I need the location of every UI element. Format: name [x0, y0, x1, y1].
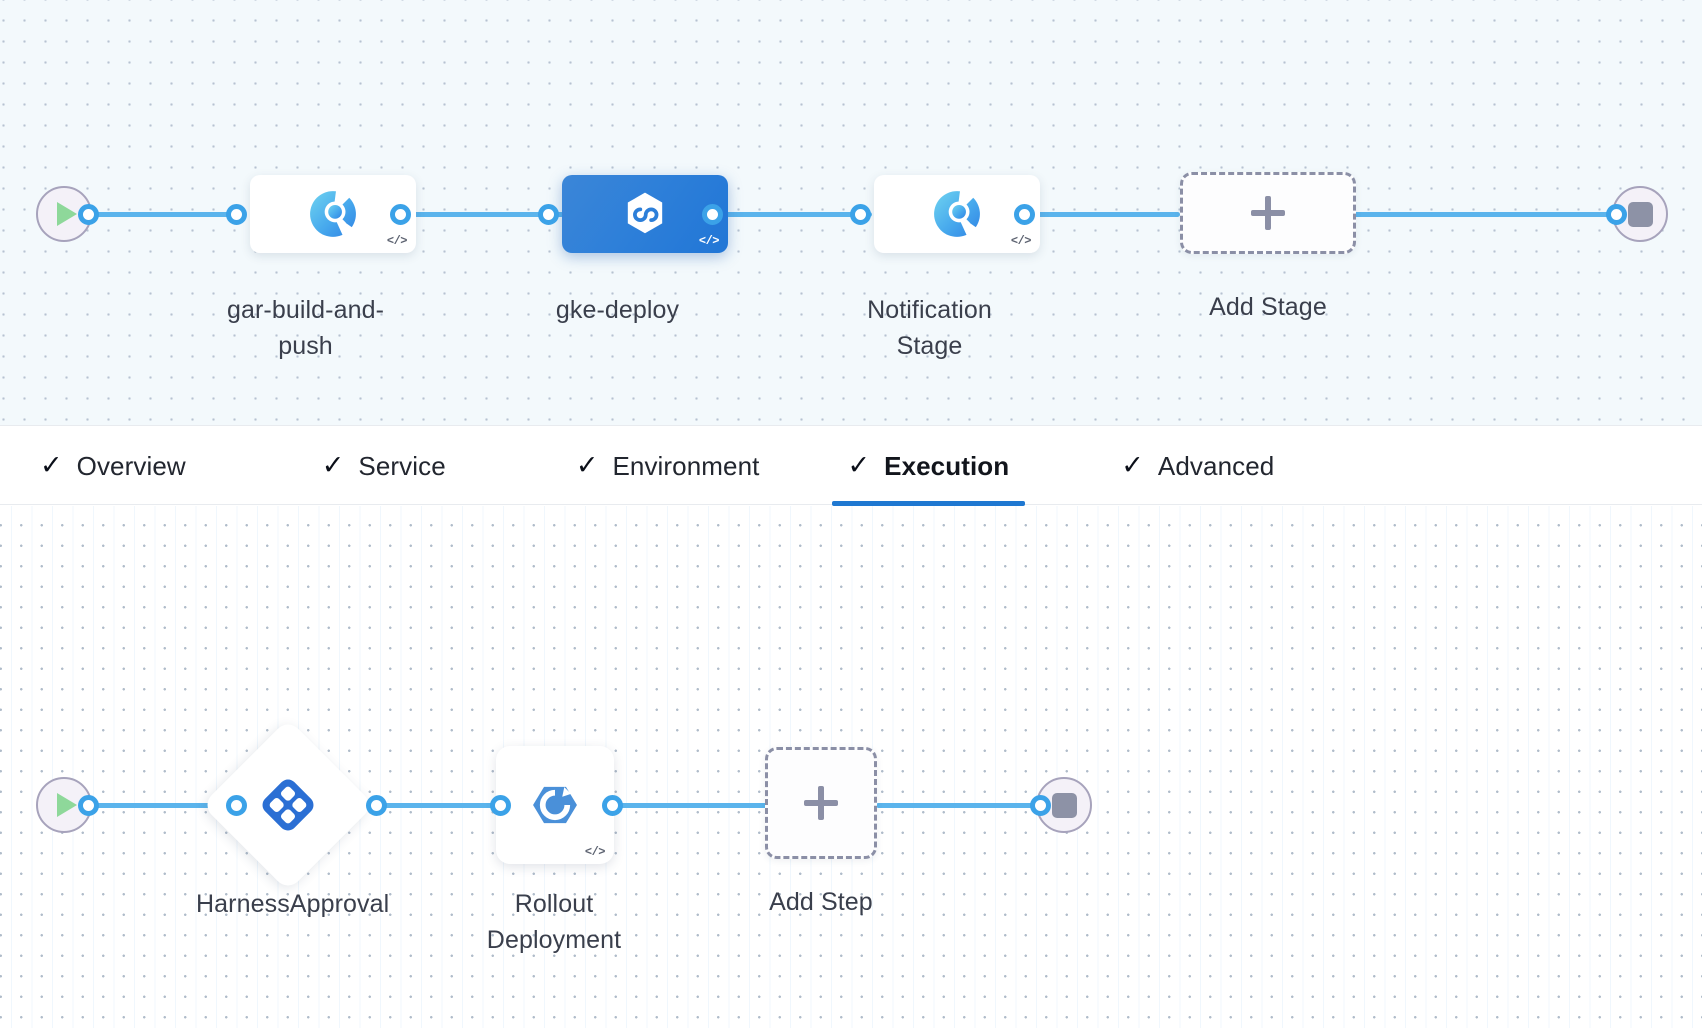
stop-icon	[1627, 201, 1653, 227]
connector-dot-rollout-in[interactable]	[490, 795, 511, 816]
tab-label: Execution	[884, 450, 1010, 481]
check-icon: ✓	[40, 449, 63, 480]
edge-gke-to-notification	[708, 212, 872, 217]
connector-dot-gar-out[interactable]	[390, 204, 411, 225]
step-card[interactable]: </>	[496, 746, 614, 864]
check-icon: ✓	[847, 449, 871, 480]
edge-start-to-gar	[84, 212, 242, 217]
harness-approval-icon	[213, 730, 363, 880]
edge-rollout-to-addstep	[608, 803, 768, 808]
stage-node-gke-deploy[interactable]: </>	[562, 175, 728, 253]
edge-gar-to-gke	[396, 212, 564, 217]
connector-dot-approval-out[interactable]	[366, 795, 387, 816]
step-start-node[interactable]	[36, 777, 92, 833]
check-icon: ✓	[575, 449, 599, 480]
execution-graph-canvas[interactable]: HarnessApproval </> Rollout Deployment	[0, 506, 1702, 1028]
k8s-rolling-update-icon	[524, 774, 586, 836]
plus-icon	[804, 786, 838, 820]
connector-dot-approval-in[interactable]	[226, 795, 247, 816]
harness-ci-icon	[932, 189, 982, 239]
tab-service[interactable]: ✓ Service	[296, 426, 472, 506]
play-icon	[56, 202, 77, 226]
connector-dot-gar-in[interactable]	[226, 204, 247, 225]
step-node-harness-approval[interactable]	[201, 718, 375, 892]
harness-ci-icon	[308, 189, 358, 239]
tab-label: Overview	[76, 450, 186, 481]
edge-approval-to-rollout	[372, 803, 512, 808]
stage-label-notification-stage: Notification Stage	[867, 296, 992, 361]
add-stage-label: Add Stage	[1209, 293, 1327, 321]
tab-advanced[interactable]: ✓ Advanced	[1095, 426, 1300, 506]
stage-node-gar-build-and-push[interactable]: </>	[250, 175, 416, 253]
step-label-rollout-deployment: Rollout Deployment	[486, 890, 622, 955]
check-icon: ✓	[321, 449, 345, 480]
edge-addstage-to-end	[1330, 212, 1620, 217]
stage-card[interactable]: </>	[874, 175, 1040, 253]
tab-environment[interactable]: ✓ Environment	[550, 426, 786, 506]
approval-diamond[interactable]	[201, 718, 375, 892]
harness-cd-hexagon-icon	[620, 189, 670, 239]
code-badge-icon[interactable]: </>	[584, 845, 606, 859]
stop-icon	[1051, 792, 1077, 818]
stage-node-notification-stage[interactable]: </>	[874, 175, 1040, 253]
add-stage-tile[interactable]	[1180, 172, 1356, 254]
connector-dot-notification-in[interactable]	[850, 204, 871, 225]
start-circle	[36, 186, 92, 242]
step-label-harness-approval: HarnessApproval	[196, 890, 390, 918]
connector-dot-notification-out[interactable]	[1014, 204, 1035, 225]
step-node-rollout-deployment[interactable]: </>	[496, 746, 614, 864]
tab-overview[interactable]: ✓ Overview	[14, 426, 212, 506]
edge-start-to-approval	[84, 803, 232, 808]
connector-dot-gke-out[interactable]	[702, 204, 723, 225]
connector-dot-gke-in[interactable]	[538, 204, 559, 225]
stage-card[interactable]: </>	[250, 175, 416, 253]
connector-dot-rollout-out[interactable]	[602, 795, 623, 816]
edge-addstep-to-end	[876, 803, 1044, 808]
add-step-button[interactable]	[765, 747, 877, 859]
edge-notification-to-addstage	[1020, 212, 1180, 217]
tabs-list: ✓ Overview ✓ Service ✓ Environment ✓ Exe…	[14, 426, 1300, 506]
code-badge-icon[interactable]: </>	[386, 234, 408, 248]
add-step-label: Add Step	[769, 888, 873, 916]
add-step-tile[interactable]	[765, 747, 877, 859]
tab-label: Service	[358, 450, 446, 481]
stage-graph-canvas[interactable]: </> gar-build-and-push </> gke-deploy	[0, 0, 1702, 425]
stage-start-node[interactable]	[36, 186, 92, 242]
stage-label-gar-build-and-push: gar-build-and-push	[226, 296, 385, 361]
add-stage-button[interactable]	[1180, 172, 1356, 254]
code-badge-icon[interactable]: </>	[1010, 234, 1032, 248]
connector-dot-start-out[interactable]	[78, 204, 99, 225]
tab-execution[interactable]: ✓ Execution	[822, 426, 1036, 506]
stage-label-gke-deploy: gke-deploy	[555, 296, 680, 324]
play-icon	[56, 793, 77, 817]
start-circle	[36, 777, 92, 833]
stage-config-tabbar: ✓ Overview ✓ Service ✓ Environment ✓ Exe…	[0, 425, 1702, 506]
connector-dot-step-end-in[interactable]	[1030, 795, 1051, 816]
tab-label: Advanced	[1157, 450, 1275, 481]
check-icon: ✓	[1121, 449, 1144, 480]
code-badge-icon[interactable]: </>	[698, 234, 720, 248]
stage-card-selected[interactable]: </>	[562, 175, 728, 253]
tab-label: Environment	[612, 450, 760, 481]
connector-dot-end-in[interactable]	[1606, 204, 1627, 225]
connector-dot-step-start-out[interactable]	[78, 795, 99, 816]
plus-icon	[1251, 196, 1285, 230]
